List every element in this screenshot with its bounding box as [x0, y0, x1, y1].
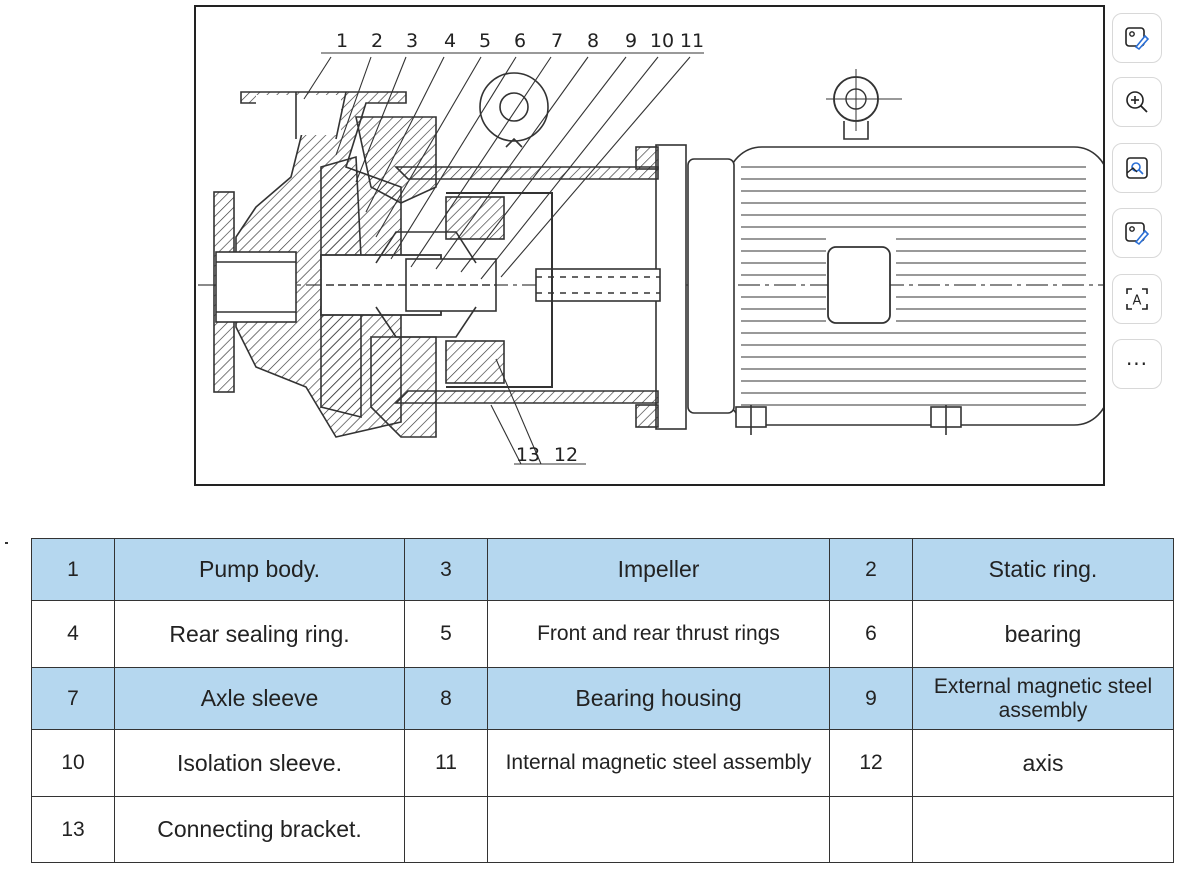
- callout-number: 3: [406, 30, 418, 52]
- callout-number: 11: [680, 30, 704, 52]
- image-search-button[interactable]: [1112, 143, 1162, 193]
- part-name-cell: [912, 796, 1174, 863]
- part-number-cell: 10: [31, 729, 115, 797]
- callout-number: 2: [371, 30, 383, 52]
- callout-leaders-top: [303, 52, 704, 280]
- callout-number: 1: [336, 30, 348, 52]
- text-recognition-button[interactable]: A: [1112, 274, 1162, 324]
- part-number-cell: 13: [31, 796, 115, 863]
- callout-number: 10: [650, 30, 674, 52]
- part-name-cell: Impeller: [487, 538, 830, 601]
- part-number-cell: 1: [31, 538, 115, 601]
- part-name-cell: Rear sealing ring.: [114, 600, 405, 668]
- part-number-cell: 6: [829, 600, 913, 668]
- part-name-cell: Front and rear thrust rings: [487, 600, 830, 668]
- callout-number: 7: [551, 30, 563, 52]
- edit-image-icon: [1125, 27, 1150, 51]
- part-name-cell: Pump body.: [114, 538, 405, 601]
- callout-numbers-bottom: 13 12: [516, 444, 578, 466]
- connecting-bracket: [394, 72, 687, 430]
- callout-number: 12: [554, 444, 578, 466]
- zoom-in-icon: [1126, 91, 1148, 113]
- part-name-cell: Isolation sleeve.: [114, 729, 405, 797]
- part-name-cell: bearing: [912, 600, 1174, 668]
- more-button[interactable]: ···: [1112, 339, 1162, 389]
- part-name-cell: [487, 796, 830, 863]
- callout-number: 5: [479, 30, 491, 52]
- image-search-icon: [1126, 157, 1148, 179]
- stray-mark: [5, 542, 8, 544]
- edit-image-button[interactable]: [1112, 13, 1162, 63]
- callout-numbers-top: 1 2 3 4 5 6 7 8 9 10 11: [336, 30, 704, 52]
- part-name-cell: Bearing housing: [487, 667, 830, 730]
- part-name-cell: External magnetic steel assembly: [912, 667, 1174, 730]
- part-name-cell: Axle sleeve: [114, 667, 405, 730]
- part-number-cell: 7: [31, 667, 115, 730]
- edit-image-icon: [1125, 222, 1150, 246]
- part-number-cell: 2: [829, 538, 913, 601]
- callout-leaders-bottom: [490, 358, 586, 465]
- part-number-cell: 5: [404, 600, 488, 668]
- callout-number: 9: [625, 30, 637, 52]
- part-number-cell: 8: [404, 667, 488, 730]
- edit-image-button-2[interactable]: [1112, 208, 1162, 258]
- part-name-cell: axis: [912, 729, 1174, 797]
- pump-casing: [213, 91, 497, 438]
- part-number-cell: 11: [404, 729, 488, 797]
- part-number-cell: [404, 796, 488, 863]
- zoom-in-button[interactable]: [1112, 77, 1162, 127]
- text-recognition-label: A: [1133, 294, 1142, 309]
- part-number-cell: 4: [31, 600, 115, 668]
- callout-number: 8: [587, 30, 599, 52]
- motor: [687, 69, 1103, 435]
- part-number-cell: 3: [404, 538, 488, 601]
- callout-number: 13: [516, 444, 540, 466]
- part-name-cell: Static ring.: [912, 538, 1174, 601]
- part-number-cell: 9: [829, 667, 913, 730]
- callout-number: 6: [514, 30, 526, 52]
- part-number-cell: [829, 796, 913, 863]
- text-recognition-icon: A: [1126, 288, 1148, 310]
- part-name-cell: Internal magnetic steel assembly: [487, 729, 830, 797]
- part-number-cell: 12: [829, 729, 913, 797]
- callout-number: 4: [444, 30, 456, 52]
- more-icon: ···: [1125, 352, 1149, 376]
- part-name-cell: Connecting bracket.: [114, 796, 405, 863]
